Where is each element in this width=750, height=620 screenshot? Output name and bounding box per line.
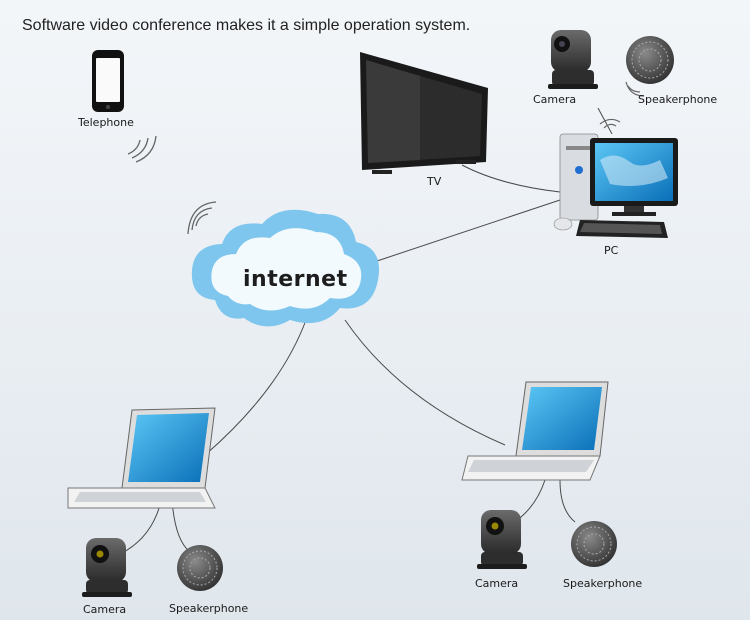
internet-cloud-label: internet xyxy=(243,267,348,292)
tv-label: TV xyxy=(427,175,442,188)
camera-label-right: Camera xyxy=(475,577,519,590)
wireless-signal-icon xyxy=(187,201,217,235)
camera-icon xyxy=(82,538,132,597)
camera-label-left: Camera xyxy=(83,603,127,616)
pc-icon xyxy=(553,133,678,238)
tv-icon xyxy=(360,52,488,174)
camera-icon xyxy=(548,30,598,89)
line-laptop-right-speaker xyxy=(559,479,576,523)
line-internet-laptop-right xyxy=(344,319,506,446)
speakerphone-label-top: Speakerphone xyxy=(638,93,718,106)
laptop-icon xyxy=(67,407,216,509)
wireless-signal-icon xyxy=(625,81,645,97)
diagram-caption: Software video conference makes it a sim… xyxy=(22,17,471,34)
speakerphone-icon xyxy=(626,36,674,84)
internet-cloud-icon xyxy=(191,209,380,327)
connection-lines xyxy=(117,107,613,556)
telephone-icon xyxy=(92,50,124,112)
speakerphone-label-right: Speakerphone xyxy=(563,577,643,590)
wireless-signal-icon xyxy=(599,118,621,129)
line-internet-pc xyxy=(361,199,561,267)
line-tv-pc xyxy=(461,164,561,193)
pc-label: PC xyxy=(604,244,619,257)
speakerphone-label-left: Speakerphone xyxy=(169,602,249,615)
line-internet-laptop-left xyxy=(204,319,307,456)
camera-icon xyxy=(477,510,527,569)
speakerphone-icon xyxy=(177,545,223,591)
camera-label-top: Camera xyxy=(533,93,577,106)
laptop-icon xyxy=(461,381,609,481)
telephone-label: Telephone xyxy=(78,116,134,129)
wireless-signal-icon xyxy=(127,135,157,163)
speakerphone-icon xyxy=(571,521,617,567)
